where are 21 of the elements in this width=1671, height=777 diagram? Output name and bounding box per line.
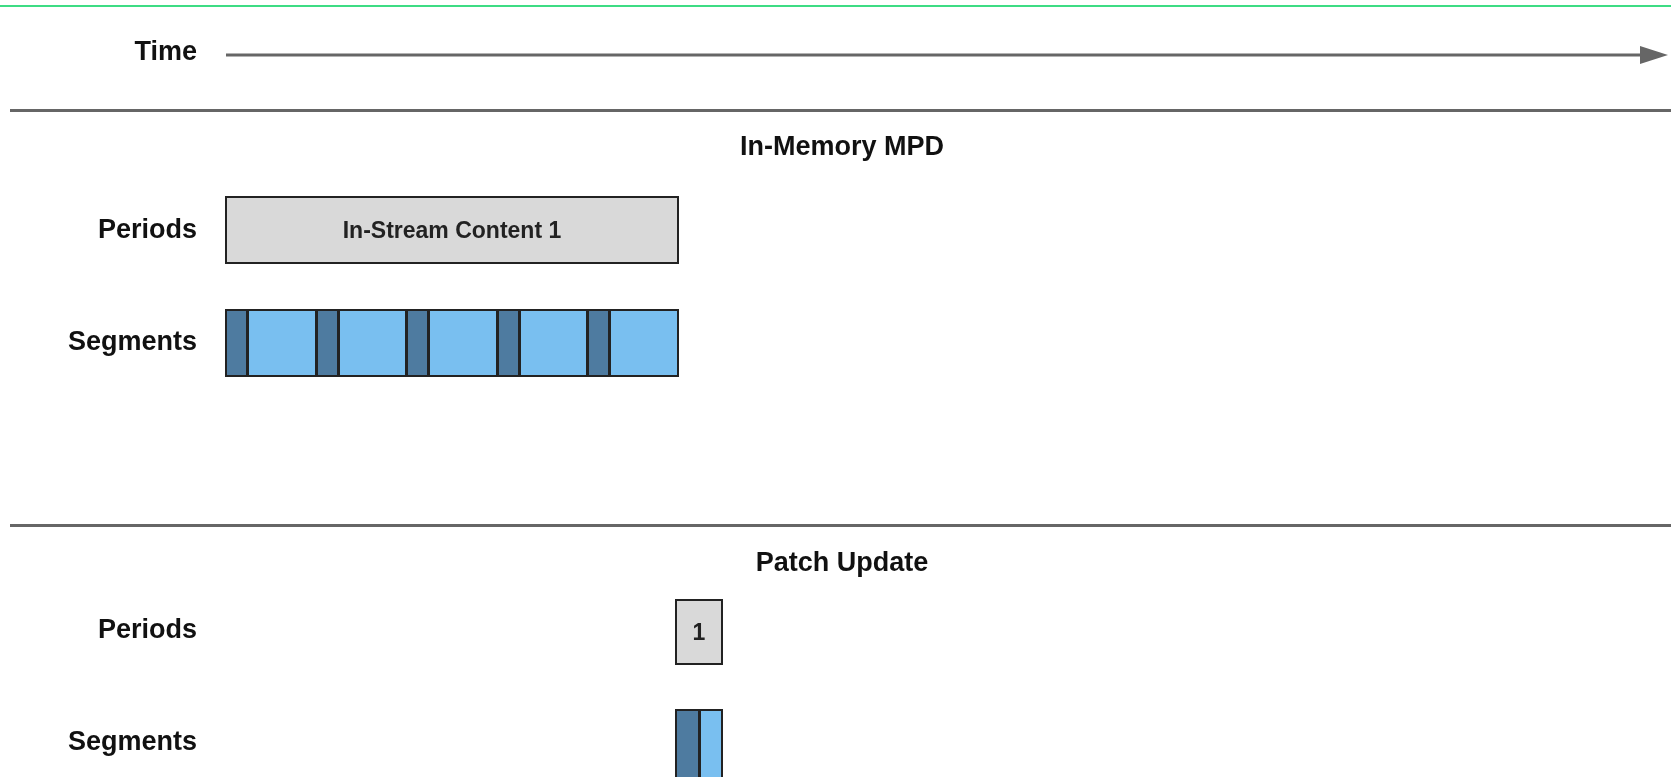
segment-bar [587,309,611,377]
row-label: Segments [67,726,197,757]
section-title: Patch Update [755,547,929,578]
segment-bar [225,309,248,377]
segment-bar [496,309,520,377]
section-title: In-Memory MPD [740,131,944,162]
segment-bar [406,309,430,377]
segment-bar [518,309,589,377]
segment-bar [428,309,498,377]
segment-bar [337,309,408,377]
row-label: Periods [97,214,197,245]
axis-label: Time [134,36,197,67]
period-box: In-Stream Content 1 [225,196,679,264]
segment-bar [609,309,679,377]
row-label: Segments [67,326,197,357]
row-label: Periods [97,614,197,645]
segment-bar [675,709,700,777]
segment-bar [247,309,317,377]
segment-bar [315,309,339,377]
period-box: 1 [675,599,723,665]
segment-bar [699,709,723,777]
